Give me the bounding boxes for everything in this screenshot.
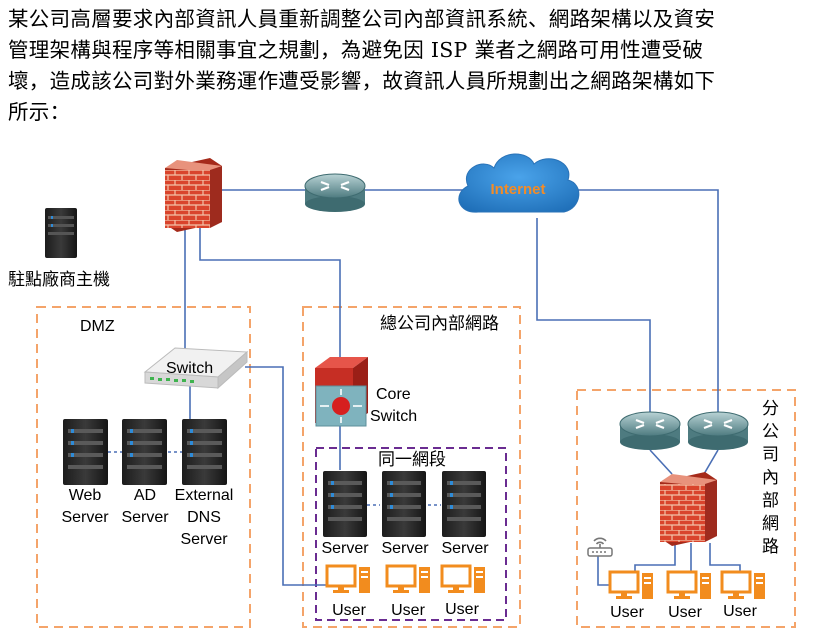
- branch-user-computer-icon-3: [720, 570, 765, 599]
- intro-line-1: 某公司高層要求內部資訊人員重新調整公司內部資訊系統、網路架構以及資安: [8, 7, 716, 31]
- hq-server-label-1: Server: [321, 540, 369, 557]
- hq-user-label-2: User: [391, 602, 425, 619]
- branch-user-label-2: User: [668, 604, 702, 621]
- branch-user-label-3: User: [723, 603, 757, 620]
- dmz-title: DMZ: [80, 318, 115, 335]
- hq-server-icon-2: [382, 471, 426, 537]
- wifi-access-point-icon: [587, 537, 613, 557]
- firewall-icon: [165, 158, 222, 232]
- web-server-icon: [63, 419, 108, 485]
- dns-server-icon: [182, 419, 227, 485]
- intro-line-4: 所示：: [8, 100, 71, 124]
- branch-user-computer-icon-2: [666, 570, 711, 599]
- router-icon: [304, 173, 366, 212]
- dns-server-label-line1: External: [175, 487, 234, 504]
- dmz-zone-border: [36, 306, 251, 628]
- dmz-switch-icon: [143, 347, 249, 390]
- core-switch-label-line2: Switch: [370, 408, 417, 425]
- core-switch-label-line1: Core: [376, 386, 411, 403]
- ad-server-label-line2: Server: [121, 509, 169, 526]
- hq-user-label-1: User: [332, 602, 366, 619]
- hq-zone-title: 總公司內部網路: [380, 314, 499, 334]
- segment-zone-border: [315, 447, 507, 621]
- branch-router-links: [649, 449, 719, 475]
- core-switch-icon: [315, 357, 368, 427]
- hq-server-label-3: Server: [441, 540, 489, 557]
- ad-server-icon: [122, 419, 167, 485]
- hq-user-computer-icon-3: [440, 564, 485, 593]
- vendor-host-server-icon: [45, 208, 77, 258]
- branch-router-icon-1: [619, 411, 681, 450]
- intro-line-2: 管理架構與程序等相關事宜之規劃，為避免因 ISP 業者之網路可用性遭受破: [8, 38, 704, 62]
- hq-server-icon-1: [323, 471, 367, 537]
- branch-title-char-5: 部: [762, 491, 779, 511]
- web-server-label-line2: Server: [61, 509, 109, 526]
- internet-cloud-icon: [458, 153, 580, 213]
- branch-title-char-1: 分: [762, 399, 779, 419]
- dmz-switch-label: Switch: [166, 360, 213, 377]
- branch-firewall-icon: [660, 472, 717, 546]
- branch-user-label-1: User: [610, 604, 644, 621]
- hq-zone-border: [302, 306, 521, 628]
- hq-server-label-2: Server: [381, 540, 429, 557]
- hq-server-icon-3: [442, 471, 486, 537]
- dns-server-label-line2: DNS: [187, 509, 221, 526]
- hq-user-label-3: User: [445, 601, 479, 618]
- dashed-links: [108, 451, 441, 506]
- internet-label: Internet: [490, 181, 545, 198]
- hq-user-computer-icon-2: [385, 564, 430, 593]
- branch-zone-border: [576, 389, 796, 628]
- intro-line-3: 壞，造成該公司對外業務運作遭受影響，故資訊人員所規劃出之網路架構如下: [8, 69, 716, 93]
- branch-title-char-7: 路: [762, 537, 779, 557]
- branch-title-char-2: 公: [762, 422, 779, 442]
- dns-server-label-line3: Server: [180, 531, 228, 548]
- branch-title-char-6: 網: [762, 514, 779, 534]
- vendor-host-label: 駐點廠商主機: [8, 269, 110, 290]
- segment-title: 同一網段: [378, 450, 446, 470]
- branch-zone-title: 分 公 司 內 部 網 路: [762, 399, 779, 557]
- branch-router-icon-2: [687, 411, 749, 450]
- branch-title-char-3: 司: [762, 445, 779, 465]
- problem-statement: 某公司高層要求內部資訊人員重新調整公司內部資訊系統、網路架構以及資安 管理架構與…: [8, 4, 808, 128]
- branch-user-computer-icon-1: [608, 570, 653, 599]
- web-server-label-line1: Web: [69, 487, 102, 504]
- ad-server-label-line1: AD: [134, 487, 156, 504]
- hq-user-computer-icon-1: [325, 564, 370, 593]
- branch-title-char-4: 內: [762, 468, 779, 488]
